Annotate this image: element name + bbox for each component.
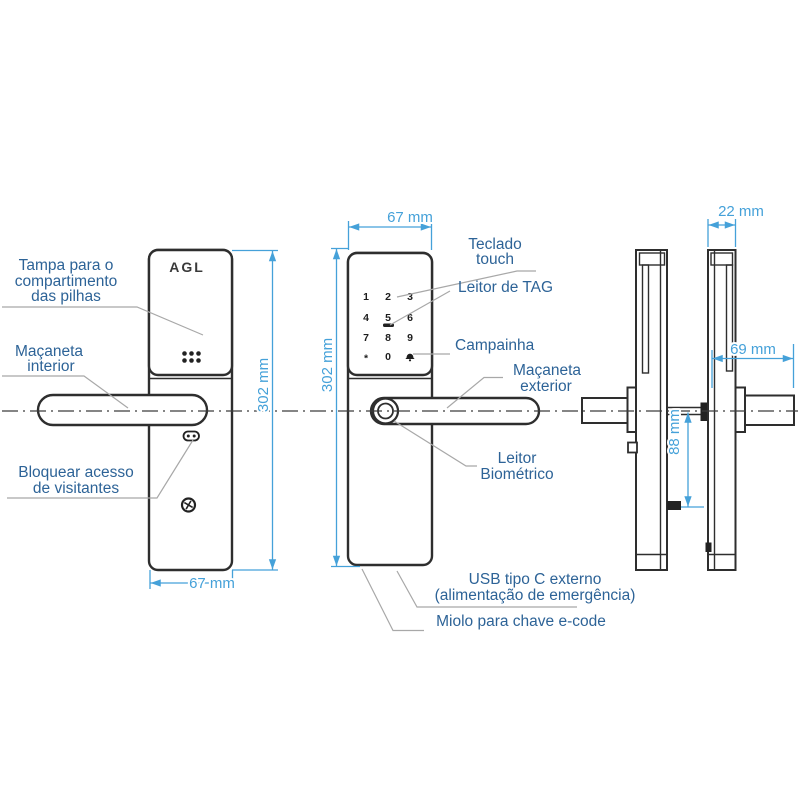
svg-text:(alimentação de emergência): (alimentação de emergência)	[435, 587, 636, 604]
dimension-interior-width: 67 mm	[189, 575, 235, 592]
label-visitor-lock: Bloquear acesso de visitantes	[18, 464, 133, 497]
battery-seam-side	[641, 264, 650, 374]
label-exterior-handle: Maçaneta exterior	[513, 362, 581, 395]
leader-biometric	[393, 420, 477, 467]
svg-text:interior: interior	[27, 358, 74, 375]
svg-text:Leitor: Leitor	[498, 450, 537, 467]
leader-interior-handle	[2, 375, 129, 409]
dimension-exterior-width: 67 mm	[387, 209, 433, 226]
exterior-front-view: 1 2 3 4 5 6 7 8 9 * 0	[346, 251, 541, 567]
svg-text:touch: touch	[476, 251, 514, 268]
top-cap-band	[638, 252, 666, 266]
leader-touch-keypad	[396, 270, 536, 298]
dimension-handle-length: 69 mm	[730, 341, 776, 358]
label-biometric-reader: Leitor Biométrico	[480, 450, 553, 483]
visitor-lock-switch	[182, 430, 200, 442]
keypad-key: 4	[363, 312, 369, 324]
label-key-cylinder: Miolo para chave e-code	[436, 613, 606, 630]
keypad-key: 3	[407, 291, 413, 303]
bell-key-icon	[405, 353, 415, 362]
panel-seam-side	[725, 264, 734, 372]
brand-logo: AGL	[169, 259, 205, 275]
interior-front-view: AGL	[36, 248, 234, 572]
leader-exterior-handle	[446, 376, 503, 409]
dimension-interior-height: 302 mm	[255, 358, 272, 412]
svg-text:Maçaneta: Maçaneta	[15, 343, 83, 360]
dimension-thickness: 22 mm	[718, 203, 764, 220]
svg-text:compartimento: compartimento	[15, 273, 118, 290]
exterior-profile-body	[707, 249, 737, 571]
label-tag-reader: Leitor de TAG	[458, 279, 553, 296]
spindle-hub	[700, 402, 708, 421]
leader-lines	[2, 270, 577, 632]
fixing-screw-icon	[180, 497, 197, 513]
svg-text:Teclado: Teclado	[468, 236, 521, 253]
exterior-handle-side	[744, 394, 795, 426]
keypad-key: 7	[363, 332, 369, 344]
label-touch-keypad: Teclado touch	[468, 236, 521, 268]
interior-handle	[36, 393, 209, 427]
label-usb: USB tipo C externo (alimentação de emerg…	[435, 571, 636, 604]
key-cylinder-side	[667, 501, 681, 510]
label-interior-handle: Maçaneta interior	[15, 343, 83, 375]
svg-text:de visitantes: de visitantes	[33, 480, 119, 497]
touch-keypad: 1 2 3 4 5 6 7 8 9 * 0	[363, 291, 415, 365]
keypad-key: 9	[407, 332, 413, 344]
label-doorbell: Campainha	[455, 337, 535, 354]
speaker-grill-icon	[182, 351, 201, 363]
usb-port-side	[705, 542, 712, 552]
leader-tag-reader	[389, 290, 451, 326]
keypad-key: 0	[385, 351, 391, 363]
svg-text:Bloquear acesso: Bloquear acesso	[18, 464, 133, 481]
side-views	[581, 249, 795, 571]
svg-text:Maçaneta: Maçaneta	[513, 362, 581, 379]
top-cap-band	[710, 252, 734, 266]
interior-profile-body	[635, 249, 668, 571]
dimension-exterior-height: 302 mm	[319, 338, 336, 392]
callout-labels: Tampa para o compartimento das pilhas Ma…	[15, 236, 636, 630]
keypad-panel	[346, 251, 434, 377]
keypad-key: 5	[385, 312, 391, 324]
svg-text:USB tipo C externo: USB tipo C externo	[469, 571, 602, 588]
keypad-key: 2	[385, 291, 391, 303]
svg-text:das pilhas: das pilhas	[31, 288, 101, 305]
keypad-key: 8	[385, 332, 391, 344]
leader-key-cylinder	[361, 568, 424, 632]
switch-dot-icon	[192, 434, 196, 438]
svg-text:Tampa para o: Tampa para o	[19, 257, 114, 274]
label-battery-cover: Tampa para o compartimento das pilhas	[15, 257, 118, 305]
leader-battery-cover	[2, 306, 204, 336]
svg-text:Biométrico: Biométrico	[480, 466, 553, 483]
exterior-side-profile	[705, 249, 795, 571]
keypad-key: 1	[363, 291, 369, 303]
leader-usb	[396, 570, 577, 608]
dimension-handle-to-cylinder: 88 mm	[666, 409, 683, 455]
keypad-key-star: *	[364, 353, 369, 365]
dimensions: 302 mm 67 mm 67 mm 302 mm 22 mm 69 mm 88…	[149, 201, 795, 594]
handle-spindle	[667, 402, 708, 421]
keypad-key: 6	[407, 312, 413, 324]
svg-text:exterior: exterior	[520, 378, 572, 395]
leader-visitor-lock	[7, 439, 194, 499]
exterior-handle-collar	[734, 386, 746, 433]
switch-dot-icon	[186, 434, 190, 438]
visitor-lock-knob-side	[627, 441, 638, 454]
